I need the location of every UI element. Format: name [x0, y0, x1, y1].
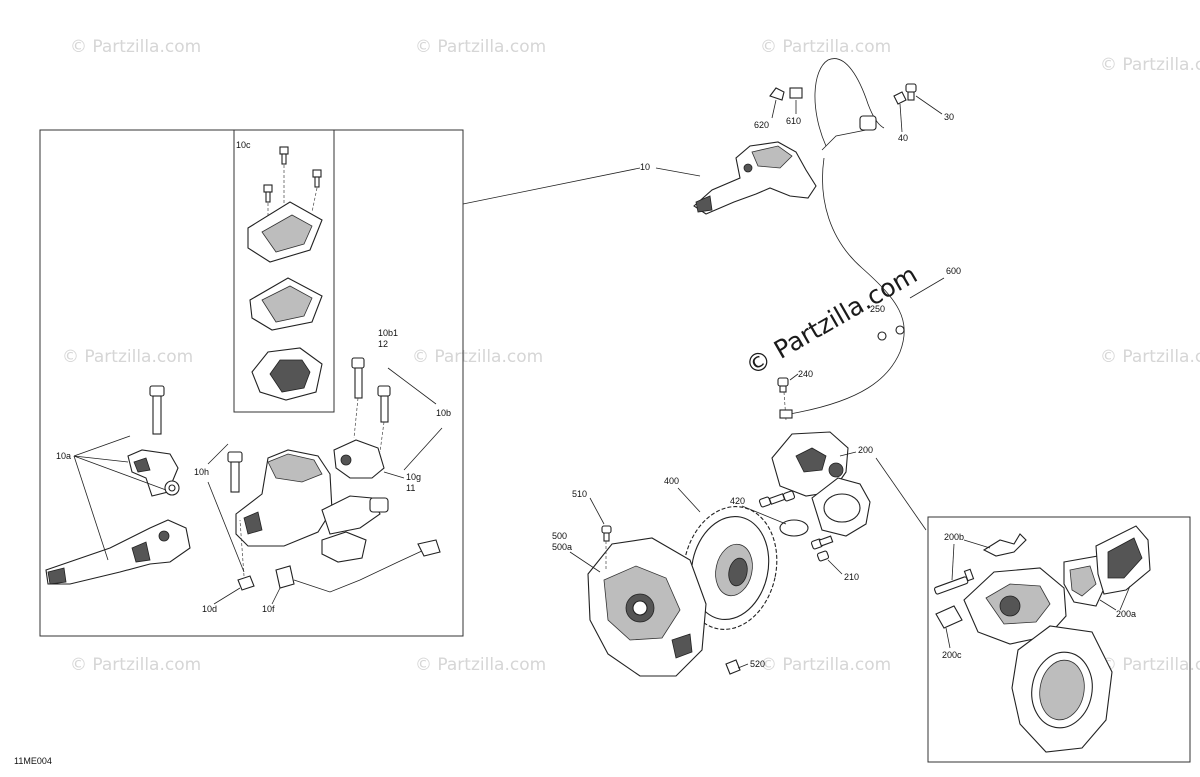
- callout-200: 200: [858, 445, 873, 455]
- watermark: © Partzilla.com: [1100, 347, 1200, 367]
- handlebar-master-cylinder: [693, 141, 817, 215]
- callout-500: 500: [552, 531, 567, 541]
- callout-200b: 200b: [944, 532, 964, 542]
- callout-240: 240: [798, 369, 813, 379]
- pad-pin-icon: [934, 568, 975, 595]
- callout-620: 620: [754, 120, 769, 130]
- callout-510: 510: [572, 489, 587, 499]
- center-watermark: © Partzilla.com: [741, 260, 923, 382]
- hose-clip-icon: [895, 325, 905, 335]
- bleeder-screw-icon: [777, 377, 789, 393]
- bleeder-icon: [935, 605, 963, 629]
- pivot-bolt-icon: [149, 385, 165, 435]
- watermark: © Partzilla.com: [415, 37, 546, 57]
- watermark: © Partzilla.com: [1100, 55, 1200, 75]
- callout-10g: 10g: [406, 472, 421, 482]
- detail-leader-line: [462, 167, 641, 205]
- watermark: © Partzilla.com: [415, 655, 546, 675]
- clip-icon: [789, 87, 803, 99]
- disc-cover: [587, 525, 741, 677]
- nut-icon: [725, 659, 741, 675]
- callout-10d: 10d: [202, 604, 217, 614]
- brake-lever-assembly: [45, 385, 191, 585]
- hose-clip-icon: [877, 331, 887, 341]
- watermark: © Partzilla.com: [62, 347, 193, 367]
- lower-clamp-icon: [321, 531, 367, 563]
- cover-screw-icon: [263, 184, 273, 203]
- watermark: © Partzilla.com: [760, 655, 891, 675]
- caliper-bolt-icon: [782, 490, 796, 502]
- callout-30: 30: [944, 112, 954, 122]
- cover-screw-icon: [601, 525, 612, 542]
- handlebar-clamp-icon: [333, 439, 385, 479]
- nut-icon: [237, 575, 255, 591]
- caliper-detail-frame: [927, 516, 1191, 763]
- push-rod-icon: [227, 451, 243, 493]
- callout-10b: 10b: [436, 408, 451, 418]
- brake-hose: [769, 58, 917, 415]
- callout-10f: 10f: [262, 604, 275, 614]
- piston-housing-icon: [321, 495, 381, 535]
- callout-10: 10: [640, 162, 650, 172]
- banjo-fitting-icon: [779, 409, 793, 419]
- pad-spring-icon: [982, 533, 1027, 557]
- callout-10a: 10a: [56, 451, 71, 461]
- brake-caliper: [758, 431, 871, 562]
- callout-400: 400: [664, 476, 679, 486]
- banjo-fitting-icon: [859, 115, 877, 131]
- callout-200c: 200c: [942, 650, 962, 660]
- callout-500a: 500a: [552, 542, 572, 552]
- watermark: © Partzilla.com: [70, 655, 201, 675]
- o-ring-icon: [779, 519, 809, 537]
- diagram-code: 11ME004: [14, 756, 52, 766]
- watermark: © Partzilla.com: [1100, 655, 1200, 675]
- callout-600: 600: [946, 266, 961, 276]
- watermark: © Partzilla.com: [70, 37, 201, 57]
- clamp-bolt-icon: [351, 357, 365, 399]
- callout-250: 250: [870, 304, 885, 314]
- cover-screw-icon: [312, 169, 322, 188]
- callout-40: 40: [898, 133, 908, 143]
- caliper-detail-parts: [934, 525, 1151, 753]
- brake-lever-icon: [45, 519, 191, 585]
- caliper-bolt-icon: [810, 535, 834, 550]
- watermark: © Partzilla.com: [760, 37, 891, 57]
- watermark: © Partzilla.com: [412, 347, 543, 367]
- brake-disc: [682, 506, 778, 630]
- washer-icon: [893, 91, 907, 105]
- clamp-bolt-icon: [377, 385, 391, 423]
- caliper-bolt-icon: [816, 550, 830, 562]
- nut-icon: [769, 87, 785, 101]
- reservoir-cover-detail-frame: [233, 129, 335, 413]
- callout-10h: 10h: [194, 467, 209, 477]
- connector-icon: [417, 539, 441, 557]
- cover-screw-icon: [279, 146, 289, 165]
- caliper-bolt-icon: [758, 493, 786, 508]
- brake-switch-icon: [275, 565, 295, 589]
- watermark-layer: © Partzilla.com © Partzilla.com © Partzi…: [62, 37, 1200, 675]
- callout-200a: 200a: [1116, 609, 1136, 619]
- callout-420: 420: [730, 496, 745, 506]
- callout-210: 210: [844, 572, 859, 582]
- master-cylinder-assembly: [227, 357, 441, 593]
- callout-12: 12: [378, 339, 388, 349]
- callout-10c: 10c: [236, 140, 251, 150]
- callout-520: 520: [750, 659, 765, 669]
- callout-610: 610: [786, 116, 801, 126]
- reservoir-cover-parts: [247, 146, 323, 401]
- callout-11: 11: [406, 483, 415, 493]
- callout-10b1: 10b1: [378, 328, 398, 338]
- banjo-bolt-icon: [905, 83, 917, 101]
